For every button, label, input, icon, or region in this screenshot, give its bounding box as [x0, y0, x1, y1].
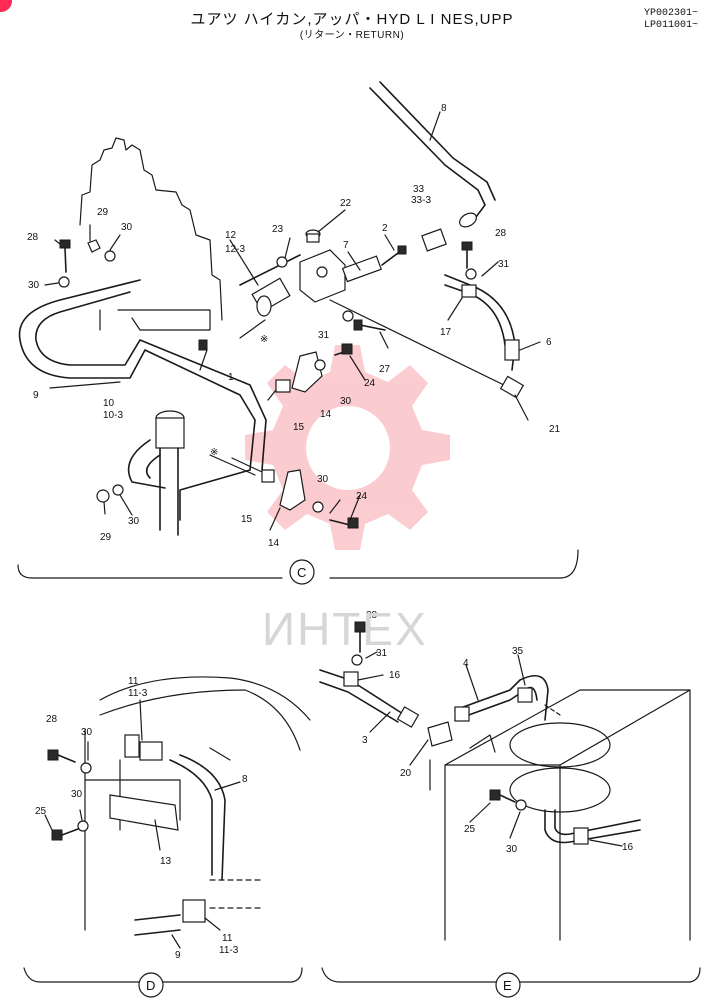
callout: 30: [121, 222, 133, 233]
callout: 28: [46, 714, 58, 725]
callout: 1: [228, 372, 234, 383]
section-label-e: E: [503, 978, 512, 993]
page-subtitle: (リターン・RETURN): [299, 30, 405, 41]
callout: 11: [222, 933, 233, 944]
callout: 33-3: [411, 195, 431, 206]
callout: 33: [413, 184, 425, 195]
callout: 21: [549, 424, 561, 435]
callout: 30: [506, 844, 518, 855]
section-label-d: D: [146, 978, 155, 993]
callout: 24: [364, 378, 376, 389]
callout: 24: [356, 491, 368, 502]
callout: 23: [272, 224, 284, 235]
callout: 22: [340, 198, 352, 209]
callout: 8: [242, 774, 248, 785]
page-title: ユアツ ハイカン,アッパ・HYD L I NES,UPP: [190, 11, 514, 28]
watermark-text: ИНТЕХ: [262, 603, 428, 655]
callout: 11: [128, 676, 139, 687]
callout: ※: [210, 447, 218, 458]
callout: 10-3: [103, 410, 123, 421]
callout: 20: [400, 768, 412, 779]
section-d-drawing: [23, 676, 311, 998]
callout: 30: [340, 396, 352, 407]
callout: 14: [268, 538, 280, 549]
callout: 29: [97, 207, 109, 218]
section-c-drawing: [17, 81, 579, 585]
callout: 25: [35, 806, 47, 817]
callouts-e: 28 31 4 35 16 3 20 25 30 16 E: [362, 610, 634, 993]
callout: 35: [512, 646, 524, 657]
callout: 28: [366, 610, 378, 621]
callout: 12: [225, 230, 237, 241]
callout: ※: [260, 334, 268, 345]
callout: 2: [382, 223, 388, 234]
callout: 9: [175, 950, 181, 961]
callout: 29: [100, 532, 112, 543]
callout: 8: [441, 103, 447, 114]
callout: 31: [376, 648, 388, 659]
callouts-d: 11 11-3 28 30 8 30 25 13 11 11-3 9 D: [35, 676, 248, 993]
section-label-c: C: [297, 565, 306, 580]
callout: 17: [440, 327, 452, 338]
callout: 9: [33, 390, 39, 401]
callout: 30: [81, 727, 93, 738]
callout: 31: [318, 330, 330, 341]
callout: 12-3: [225, 244, 245, 255]
callout: 30: [317, 474, 329, 485]
callout: 27: [379, 364, 391, 375]
callout: 11-3: [219, 945, 239, 956]
callout: 25: [464, 824, 476, 835]
callout: 30: [71, 789, 83, 800]
callout: 16: [622, 842, 634, 853]
callout: 14: [320, 409, 332, 420]
callout: 13: [160, 856, 172, 867]
callout: 30: [28, 280, 40, 291]
callout: 30: [128, 516, 140, 527]
serial-range-2: LP011001~: [643, 20, 698, 31]
callout: 10: [103, 398, 115, 409]
callout: 28: [27, 232, 39, 243]
callout: 6: [546, 337, 552, 348]
callout: 7: [343, 240, 349, 251]
callout: 11-3: [128, 688, 148, 699]
serial-range-1: YP002301~: [643, 8, 698, 19]
callout: 3: [362, 735, 368, 746]
section-e-drawing: [319, 621, 701, 998]
callout: 16: [389, 670, 401, 681]
callout: 15: [293, 422, 305, 433]
callout: 4: [463, 658, 469, 669]
callout: 15: [241, 514, 253, 525]
callout: 31: [498, 259, 510, 270]
callouts-c: 8 33 33-3 22 2 23 12 12-3 7 28 29 30 30 …: [27, 103, 561, 580]
callout: 28: [495, 228, 507, 239]
